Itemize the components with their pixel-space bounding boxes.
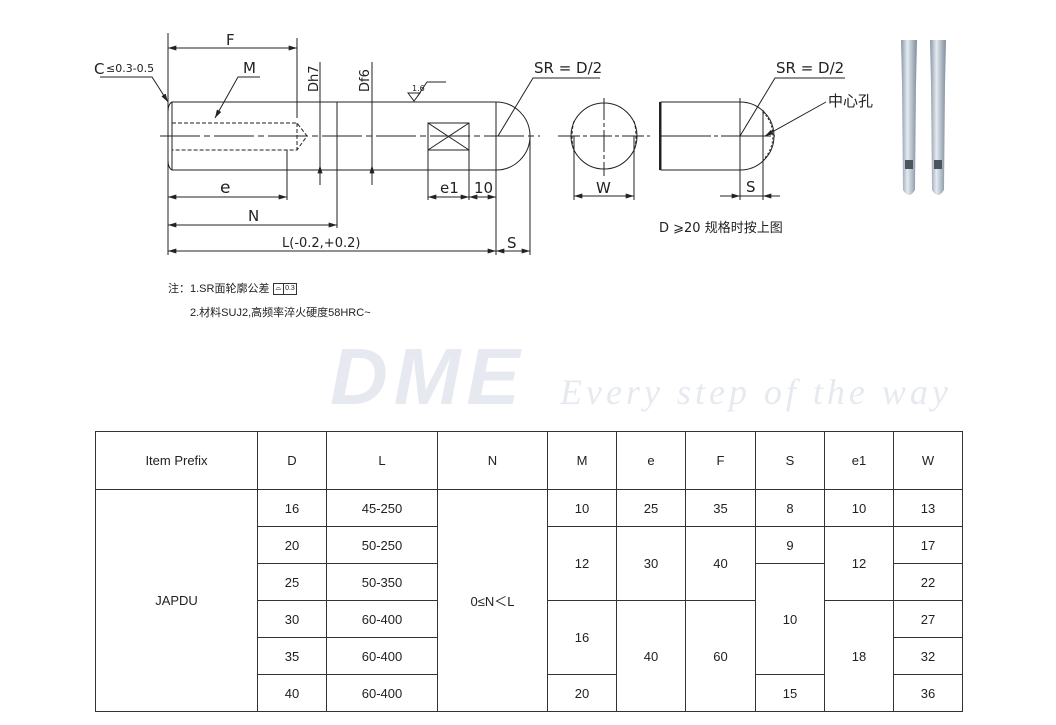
- cell-e1: 12: [824, 526, 894, 601]
- cell-W: 36: [893, 674, 963, 712]
- table-row: 35 60-400 32: [96, 637, 963, 675]
- cell-F: 40: [685, 526, 756, 601]
- cell-W: 13: [893, 489, 963, 527]
- header-cell: e: [616, 431, 686, 490]
- cell-S: 8: [755, 489, 825, 527]
- thread-label-M: M: [243, 59, 256, 77]
- cell-M: 16: [547, 600, 617, 675]
- cell-W: 17: [893, 526, 963, 564]
- cell-L: 50-350: [326, 563, 438, 601]
- cell-S: 15: [755, 674, 825, 712]
- side-sr-label: SR = D/2: [776, 59, 844, 77]
- header-cell: Item Prefix: [95, 431, 258, 490]
- cell-F: 35: [685, 489, 756, 527]
- cell-D: 40: [257, 674, 327, 712]
- side-view-caption: D ⩾20 规格时按上图: [659, 220, 783, 236]
- cell-e: 30: [616, 526, 686, 601]
- dim-label-W: W: [596, 179, 611, 197]
- cell-e: 40: [616, 600, 686, 712]
- cell-W: 22: [893, 563, 963, 601]
- watermark-tagline: Every step of the way: [560, 372, 952, 412]
- cell-D: 25: [257, 563, 327, 601]
- cell-F: 60: [685, 600, 756, 712]
- tolerance-value: 0.3: [285, 285, 295, 293]
- cell-W: 32: [893, 637, 963, 675]
- note-1: 注：1.SR面轮廓公差 ⌓0.3: [168, 280, 297, 296]
- table-row: 25 50-350 10 22: [96, 563, 963, 675]
- table-row: 30 60-400 16 40 60 18 27: [96, 600, 963, 712]
- cell-L: 50-250: [326, 526, 438, 564]
- profile-tolerance-frame: ⌓0.3: [272, 283, 297, 296]
- header-cell: N: [437, 431, 548, 490]
- cell-S: 10: [755, 563, 825, 675]
- cell-D: 35: [257, 637, 327, 675]
- table-row: 20 50-250 12 30 40 9 12 17: [96, 526, 963, 601]
- dim-label-N: N: [248, 207, 259, 225]
- roughness-value: 1.6: [412, 84, 425, 93]
- chamfer-label: C: [94, 60, 104, 78]
- item-prefix-cell: JAPDU: [95, 489, 258, 712]
- note-2: 2.材料SUJ2,高频率淬火硬度58HRC~: [190, 307, 371, 319]
- table-header-row: Item Prefix D L N M e F S e1 W: [95, 431, 963, 490]
- spec-table: Item Prefix D L N M e F S e1 W JAPDU 16 …: [95, 431, 963, 712]
- cell-L: 45-250: [326, 489, 438, 527]
- dim-label-F: F: [226, 31, 235, 49]
- cell-N: 0≤N＜L: [437, 489, 548, 712]
- header-cell: M: [547, 431, 617, 490]
- watermark-logo: DME: [330, 332, 526, 421]
- cell-M: 12: [547, 526, 617, 601]
- cell-L: 60-400: [326, 600, 438, 638]
- side-view-large: SR = D/2 中心孔 S D ⩾20 规格时按上图: [659, 59, 873, 236]
- technical-drawing: C ≤0.3-0.5 M F Dh7 Df6 1.6 SR = D/2 e N …: [94, 31, 946, 255]
- end-view: W: [558, 98, 650, 200]
- dim-label-S: S: [507, 234, 517, 252]
- cell-S: 9: [755, 526, 825, 564]
- header-cell: L: [326, 431, 438, 490]
- cell-M: 10: [547, 489, 617, 527]
- dim-label-10: 10: [474, 179, 493, 197]
- cell-M: 20: [547, 674, 617, 712]
- note-1-text: 注：1.SR面轮廓公差: [168, 283, 270, 295]
- dim-label-Df6: Df6: [358, 69, 373, 92]
- chamfer-value: ≤0.3-0.5: [106, 62, 154, 75]
- cell-W: 27: [893, 600, 963, 638]
- main-pin-view: C ≤0.3-0.5 M F Dh7 Df6 1.6 SR = D/2 e N …: [94, 31, 602, 255]
- table-row: 40 60-400 20 15 36: [96, 674, 963, 712]
- cell-L: 60-400: [326, 637, 438, 675]
- cell-e: 25: [616, 489, 686, 527]
- dim-label-e1: e1: [440, 179, 459, 197]
- dim-label-e: e: [220, 178, 230, 198]
- header-cell: D: [257, 431, 327, 490]
- header-cell: S: [755, 431, 825, 490]
- header-cell: W: [893, 431, 963, 490]
- table-row: JAPDU 16 45-250 0≤N＜L 10 25 35 8 10 13: [95, 489, 963, 712]
- header-cell: e1: [824, 431, 894, 490]
- pin-photo: [901, 40, 946, 195]
- cell-D: 16: [257, 489, 327, 527]
- sr-label: SR = D/2: [534, 59, 602, 77]
- cell-D: 20: [257, 526, 327, 564]
- cell-D: 30: [257, 600, 327, 638]
- center-hole-label: 中心孔: [828, 92, 873, 110]
- dim-label-Dh7: Dh7: [307, 65, 322, 92]
- cell-e1: 10: [824, 489, 894, 527]
- side-dim-label-S: S: [746, 178, 756, 196]
- header-cell: F: [685, 431, 756, 490]
- cell-e1: 18: [824, 600, 894, 712]
- cell-L: 60-400: [326, 674, 438, 712]
- dim-label-L: L(-0.2,+0.2): [282, 236, 360, 251]
- profile-tolerance-icon: ⌓: [274, 284, 285, 295]
